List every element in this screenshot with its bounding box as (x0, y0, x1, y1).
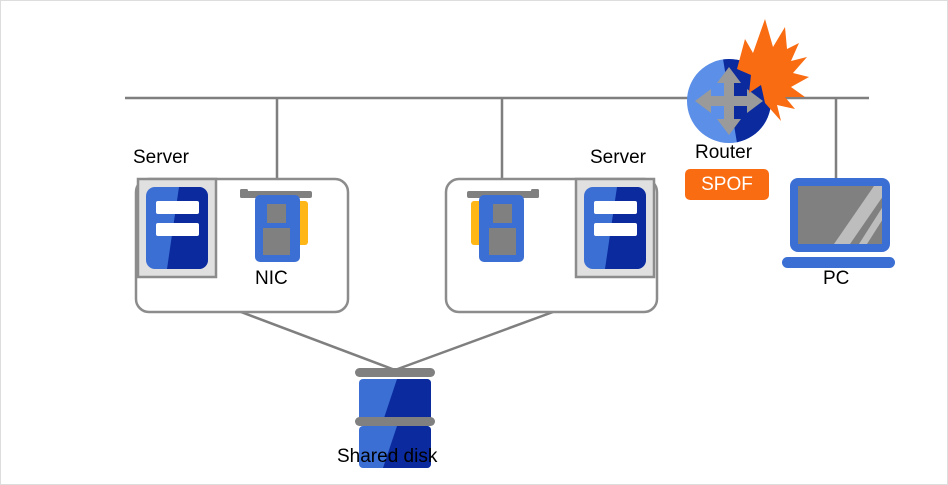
link-server-right-to-disk (394, 310, 554, 372)
router-arrows-icon (695, 67, 763, 135)
pc-icon[interactable] (782, 178, 895, 268)
router-label: Router (695, 142, 753, 163)
server-tower-icon-right (574, 177, 656, 279)
shared-disk-label: Shared disk (337, 446, 438, 467)
server-tower-icon-left (136, 177, 218, 279)
nic-label-left: NIC (255, 268, 288, 289)
pc-label: PC (823, 268, 850, 289)
lightning-burst-icon (737, 19, 809, 121)
nic-icon-left (240, 189, 312, 262)
shared-disk-icon[interactable] (355, 368, 435, 468)
spof-badge[interactable]: SPOF (685, 169, 769, 200)
server-right-label: Server (590, 147, 646, 168)
link-server-left-to-disk (240, 310, 396, 372)
server-left-label: Server (133, 147, 189, 168)
router-icon[interactable] (687, 59, 771, 143)
nic-icon-right (467, 189, 539, 262)
